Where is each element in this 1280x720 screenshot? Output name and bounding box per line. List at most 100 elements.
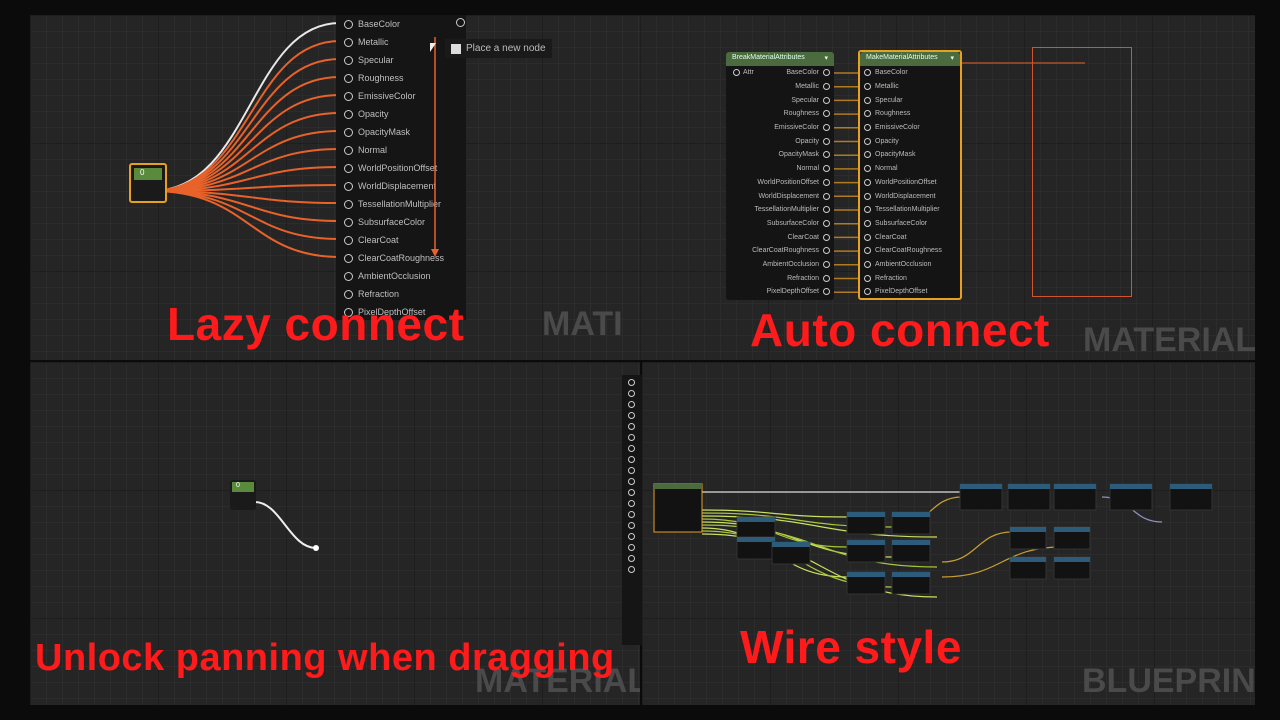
output-pin[interactable]: PixelDepthOffset — [726, 285, 834, 299]
output-pin[interactable]: EmissiveColor — [726, 121, 834, 135]
input-pin[interactable]: AmbientOcclusion — [860, 258, 960, 272]
constant-node[interactable]: 0 — [230, 480, 256, 510]
node-header — [737, 537, 775, 542]
input-pin[interactable]: ClearCoat — [860, 230, 960, 244]
pin-label: Opacity — [358, 109, 389, 119]
pin-icon — [628, 555, 635, 562]
output-pin[interactable]: ClearCoatRoughness — [726, 244, 834, 258]
output-pin[interactable]: Metallic — [726, 80, 834, 94]
input-pin[interactable]: BaseColor — [860, 66, 960, 80]
place-node-tooltip: Place a new node — [445, 39, 552, 58]
node-header — [847, 512, 885, 517]
output-pin[interactable]: Opacity — [726, 134, 834, 148]
pin-label: WorldPositionOffset — [358, 163, 438, 173]
pin-icon — [864, 83, 871, 91]
pin-icon — [628, 456, 635, 463]
pin-item[interactable]: WorldPositionOffset — [336, 159, 466, 177]
pin-item[interactable]: ClearCoat — [336, 231, 466, 249]
pin-label: WorldPositionOffset — [875, 178, 937, 186]
input-pin[interactable]: Metallic — [860, 80, 960, 94]
output-pin[interactable]: Normal — [726, 162, 834, 176]
pin-item[interactable]: Metallic — [336, 33, 466, 51]
pin-item[interactable]: OpacityMask — [336, 123, 466, 141]
panel-wire-style[interactable]: BLUEPRINT Wire style — [642, 362, 1255, 705]
pin-icon — [628, 412, 635, 419]
pin-label: Refraction — [875, 274, 907, 282]
output-pin[interactable]: AmbientOcclusion — [726, 258, 834, 272]
pin-label: WorldDisplacement — [758, 192, 819, 200]
pin-icon — [864, 69, 871, 77]
caption-unlock-panning: Unlock panning when dragging — [35, 637, 615, 679]
pin-item[interactable]: Refraction — [336, 285, 466, 303]
pin-item[interactable]: SubsurfaceColor — [336, 213, 466, 231]
pin-label: Opacity — [795, 137, 819, 145]
wire — [701, 509, 848, 518]
output-pin[interactable]: ClearCoat — [726, 230, 834, 244]
output-pin[interactable]: Roughness — [726, 107, 834, 121]
input-pin[interactable]: Specular — [860, 93, 960, 107]
pin-label: BaseColor — [875, 69, 908, 77]
pin-item[interactable]: Normal — [336, 141, 466, 159]
pin-icon — [628, 489, 635, 496]
pin-label: Metallic — [358, 37, 389, 47]
input-pin[interactable]: PixelDepthOffset — [860, 285, 960, 299]
pin-item[interactable]: Opacity — [336, 105, 466, 123]
pin-label: Refraction — [358, 289, 400, 299]
pin-label: SubsurfaceColor — [358, 217, 426, 227]
pin-label: Opacity — [875, 137, 899, 145]
pin-label: OpacityMask — [875, 151, 916, 159]
pin-label: SubsurfaceColor — [875, 219, 928, 227]
input-pin[interactable]: EmissiveColor — [860, 121, 960, 135]
pin-icon — [344, 217, 353, 227]
output-pin-icon — [448, 18, 470, 27]
caption-lazy-connect: Lazy connect — [167, 298, 465, 350]
constant-node[interactable]: 0 — [129, 163, 167, 203]
pin-icon — [823, 233, 830, 241]
pin-label: WorldDisplacement — [875, 192, 936, 200]
pin-item[interactable]: Specular — [336, 51, 466, 69]
output-pin[interactable]: WorldDisplacement — [726, 189, 834, 203]
input-pin[interactable]: Opacity — [860, 134, 960, 148]
pin-item[interactable]: WorldDisplacement — [336, 177, 466, 195]
pin-item[interactable]: PixelDepthOffset — [336, 303, 466, 321]
pin-icon — [344, 235, 353, 245]
input-pin[interactable]: OpacityMask — [860, 148, 960, 162]
pin-label: OpacityMask — [358, 127, 411, 137]
pin-item[interactable]: Roughness — [336, 69, 466, 87]
drag-wire — [254, 501, 319, 551]
input-pin[interactable]: WorldDisplacement — [860, 189, 960, 203]
constant-node-value: 0 — [134, 168, 162, 180]
output-pin[interactable]: BaseColor — [726, 66, 834, 80]
input-pin[interactable]: WorldPositionOffset — [860, 176, 960, 190]
pin-item[interactable]: ClearCoatRoughness — [336, 249, 466, 267]
input-pin[interactable]: Roughness — [860, 107, 960, 121]
input-pin[interactable]: ClearCoatRoughness — [860, 244, 960, 258]
pin-icon — [823, 288, 830, 296]
pin-item[interactable]: TessellationMultiplier — [336, 195, 466, 213]
pin-icon — [628, 566, 635, 573]
input-pin[interactable]: Refraction — [860, 271, 960, 285]
wire-orange — [151, 190, 341, 258]
output-pin[interactable]: OpacityMask — [726, 148, 834, 162]
pin-icon — [864, 274, 871, 282]
input-pin[interactable]: SubsurfaceColor — [860, 217, 960, 231]
input-pin[interactable]: Normal — [860, 162, 960, 176]
output-pin[interactable]: WorldPositionOffset — [726, 176, 834, 190]
panel-unlock-panning[interactable]: 0 MATERIAL Unlock panning when dragging — [30, 362, 640, 705]
pin-item[interactable]: EmissiveColor — [336, 87, 466, 105]
pin-icon — [864, 206, 871, 214]
pin-icon — [344, 181, 353, 191]
node-header — [1010, 527, 1046, 532]
input-pin[interactable]: TessellationMultiplier — [860, 203, 960, 217]
pin-icon — [823, 124, 830, 132]
output-pin[interactable]: Specular — [726, 93, 834, 107]
pin-item[interactable]: AmbientOcclusion — [336, 267, 466, 285]
pin-item[interactable]: BaseColor — [336, 15, 466, 33]
output-pin[interactable]: TessellationMultiplier — [726, 203, 834, 217]
output-pin[interactable]: Refraction — [726, 271, 834, 285]
output-pin[interactable]: SubsurfaceColor — [726, 217, 834, 231]
